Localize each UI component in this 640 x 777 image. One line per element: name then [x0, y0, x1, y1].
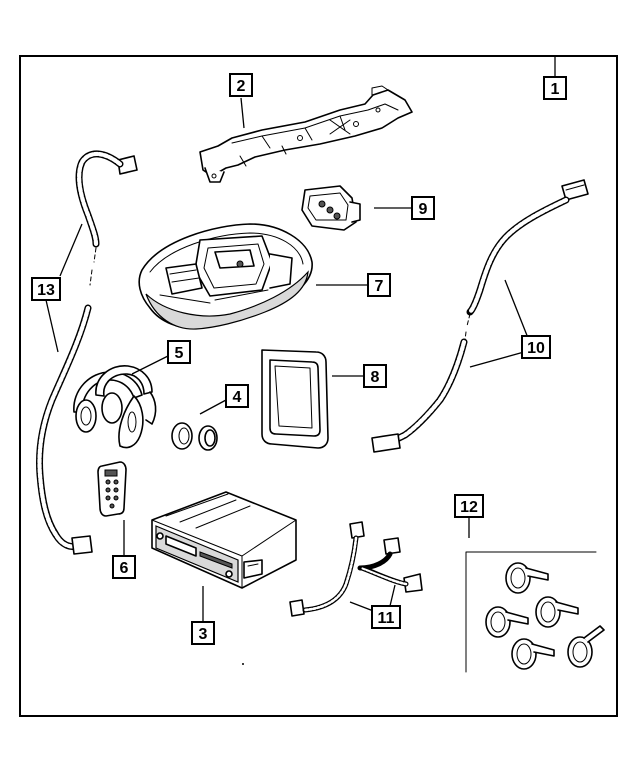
callout-8: 8	[363, 364, 387, 388]
part-mounting-bracket	[199, 85, 413, 183]
part-ear-cushions	[171, 422, 218, 451]
part-dvd-player	[151, 491, 297, 589]
callout-11: 11	[371, 605, 401, 629]
callout-9: 9	[411, 196, 435, 220]
part-headphones	[73, 365, 157, 449]
callout-2: 2	[229, 73, 253, 97]
speck-mark	[242, 663, 244, 665]
svg-text:13: 13	[37, 282, 55, 299]
svg-text:4: 4	[233, 389, 242, 406]
svg-text:5: 5	[175, 345, 184, 362]
svg-text:12: 12	[460, 499, 478, 516]
svg-text:1: 1	[551, 81, 560, 98]
part-cable-ties	[485, 562, 605, 670]
part-wire-harness-right	[371, 179, 589, 453]
part-display-gasket	[261, 349, 329, 449]
part-wire-harness-left	[36, 150, 138, 555]
part-overhead-console	[138, 223, 313, 330]
cable-ties-bracket	[465, 551, 597, 673]
callout-13: 13	[31, 277, 61, 301]
svg-text:7: 7	[375, 278, 384, 295]
callout-7: 7	[367, 273, 391, 297]
callout-6: 6	[112, 555, 136, 579]
part-remote-control	[97, 461, 127, 517]
svg-text:6: 6	[120, 560, 129, 577]
callout-4: 4	[225, 384, 249, 408]
part-jumper-harness	[289, 521, 423, 617]
svg-text:2: 2	[237, 78, 246, 95]
svg-text:9: 9	[419, 201, 428, 218]
callout-10: 10	[521, 335, 551, 359]
svg-text:3: 3	[199, 626, 208, 643]
callout-12: 12	[454, 494, 484, 518]
part-switch-module	[301, 185, 361, 231]
svg-text:11: 11	[378, 610, 395, 627]
svg-text:8: 8	[371, 369, 380, 386]
callout-1: 1	[543, 76, 567, 100]
diagram-frame	[19, 55, 618, 717]
callout-5: 5	[167, 340, 191, 364]
svg-text:10: 10	[527, 340, 545, 357]
callout-3: 3	[191, 621, 215, 645]
